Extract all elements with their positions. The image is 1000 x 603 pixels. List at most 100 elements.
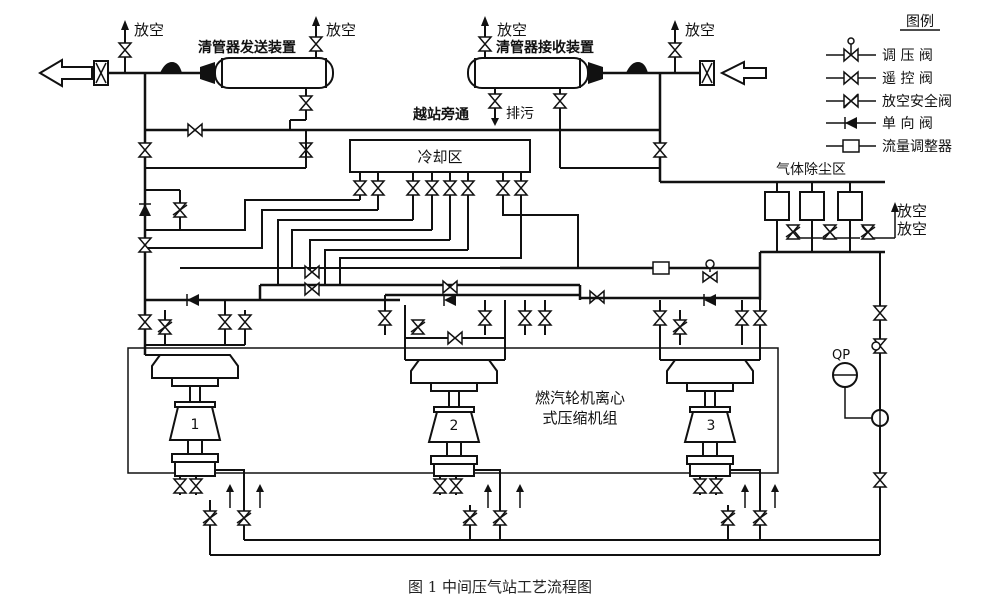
unit1-valve-icon <box>238 314 252 330</box>
svg-text:单 向 阀: 单 向 阀 <box>882 116 933 132</box>
fuel-valve-icon <box>433 478 447 494</box>
check-valve-icon <box>138 203 152 217</box>
vent-valve-icon <box>118 42 132 58</box>
cooling-valve-icon <box>514 180 528 196</box>
inlet-arrow-icon <box>719 60 767 86</box>
unit2-valve-icon <box>478 310 492 326</box>
cooling-valve-icon <box>353 180 367 196</box>
vent-arrow-icon <box>483 483 493 509</box>
regulating-valve-icon <box>702 259 718 284</box>
bypass-label: 越站旁通 <box>412 106 469 123</box>
legend-title: 图例 <box>906 14 934 30</box>
unit-number-3: 3 <box>707 418 716 434</box>
unit3-valve-icon <box>735 310 749 326</box>
cooling-valve-icon <box>461 180 475 196</box>
unit-group-label-2: 式压缩机组 <box>542 409 617 427</box>
fuel-supply-valve-icon <box>873 472 887 488</box>
check-valve-icon <box>703 293 717 307</box>
insulating-flange-right-icon <box>699 60 715 86</box>
pig-launcher-vessel <box>200 57 334 89</box>
vent-label-1: 放空 <box>134 21 164 39</box>
svg-text:遥 控 阀: 遥 控 阀 <box>882 71 933 87</box>
cooling-valve-icon <box>496 180 510 196</box>
svg-text:调 压 阀: 调 压 阀 <box>882 48 933 64</box>
cooling-zone-box <box>349 139 531 173</box>
safety-valve-icon <box>172 202 188 218</box>
qp-flow-meter-icon <box>832 362 873 419</box>
unit2-valve-icon <box>378 310 392 326</box>
insulating-flange-left-icon <box>93 60 109 86</box>
vent-valve-icon <box>478 36 492 52</box>
vent-label-6: 放空 <box>897 220 927 238</box>
dust-zone-label: 气体除尘区 <box>776 162 846 178</box>
vent-arrow-icon <box>225 483 235 509</box>
cooling-valve-icon <box>443 180 457 196</box>
receiver-label: 清管器接收装置 <box>496 39 594 56</box>
vent-arrow-icon <box>255 483 265 509</box>
outlet-arrow-icon <box>38 58 93 88</box>
unit3-valve-icon <box>753 310 767 326</box>
vent-valve-icon <box>668 42 682 58</box>
fuel-valve-icon <box>693 478 707 494</box>
legend-item-check-valve: 单 向 阀 <box>826 116 933 132</box>
vent-label-4: 放空 <box>685 21 715 39</box>
unit2-manifold <box>384 295 546 361</box>
fuel-valve-icon <box>449 478 463 494</box>
legend-item-regulating-valve: 调 压 阀 <box>826 37 933 64</box>
unit2-valve-icon <box>518 310 532 326</box>
unit-number-2: 2 <box>450 418 459 434</box>
unit1-valve-icon <box>138 314 152 330</box>
receiver-inlet-valve-icon <box>553 93 567 109</box>
vent-valve-icon <box>309 36 323 52</box>
flow-regulator-icon <box>652 261 670 275</box>
flow-orifice-icon <box>871 409 889 427</box>
cooling-valves <box>353 172 528 250</box>
unit-group-label-1: 燃汽轮机离心 <box>535 389 625 407</box>
fuel-safety-valve-icon <box>752 510 768 526</box>
dust-separators <box>764 182 863 252</box>
figure-caption: 图 1 中间压气站工艺流程图 <box>408 578 592 596</box>
unit2-valve-icon <box>538 310 552 326</box>
svg-text:流量调整器: 流量调整器 <box>882 139 952 155</box>
fuel-valve-icon <box>173 478 187 494</box>
check-valve-icon <box>186 293 200 307</box>
unit2-header-valve-icon <box>442 280 458 294</box>
left-column-valve-icon <box>138 237 152 253</box>
drain-label: 排污 <box>506 106 534 122</box>
pig-signaller-icon <box>626 62 648 73</box>
unit2-valve-icon <box>447 331 463 345</box>
unit1-safety-valve-icon <box>157 319 173 335</box>
vent-label-5: 放空 <box>897 202 927 220</box>
station-outlet-valve-icon <box>138 142 152 158</box>
unit2-safety-valve-icon <box>410 319 426 335</box>
fuel-safety-valve-icon <box>492 510 508 526</box>
legend: 图例 调 压 阀 遥 控 阀 放空安全阀 单 向 阀 流 <box>826 14 952 155</box>
svg-text:放空安全阀: 放空安全阀 <box>882 93 952 110</box>
cooling-valve-icon <box>406 180 420 196</box>
compressor-unit-2 <box>410 359 498 477</box>
vent-label-3: 放空 <box>497 21 527 39</box>
vent-label-2: 放空 <box>326 21 356 39</box>
unit3-safety-valve-icon <box>672 319 688 335</box>
fuel-supply-valve-icon <box>873 305 887 321</box>
dust-safety-valve-icon <box>785 224 801 240</box>
fuel-safety-valve-icon <box>202 510 218 526</box>
pig-receiver-vessel <box>467 57 603 89</box>
qp-label: QP <box>832 348 850 363</box>
fuel-valve-icon <box>709 478 723 494</box>
compressor-unit-3 <box>666 359 754 477</box>
compressor-unit-1 <box>151 354 239 477</box>
cooling-zone-label: 冷却区 <box>417 148 462 166</box>
legend-item-remote-valve: 遥 控 阀 <box>826 71 933 87</box>
cooling-valve-icon <box>425 180 439 196</box>
vent-arrow-icon <box>740 483 750 509</box>
fuel-safety-valve-icon <box>720 510 736 526</box>
fuel-safety-valve-icon <box>462 510 478 526</box>
bypass-valve-icon <box>187 123 203 137</box>
unit1-valve-icon <box>218 314 232 330</box>
station-inlet-valve-icon <box>653 142 667 158</box>
unit-number-1: 1 <box>191 417 200 433</box>
unit3-valve-icon <box>653 310 667 326</box>
pig-signaller-icon <box>160 62 182 73</box>
